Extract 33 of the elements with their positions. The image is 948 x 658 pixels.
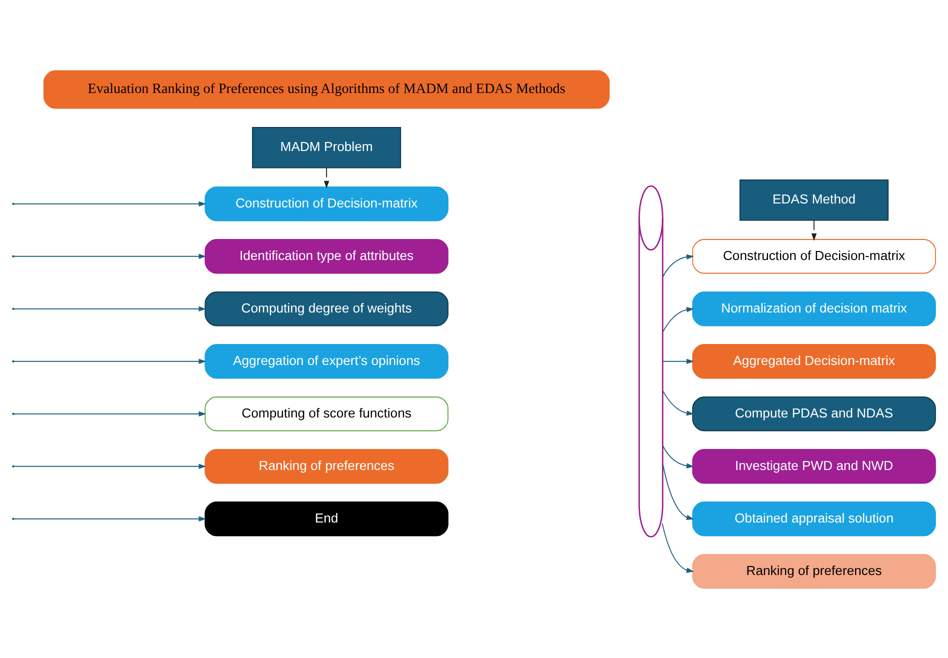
arrow [13,463,206,468]
arrow [13,253,206,258]
node-box: Ranking of preferences [692,554,936,588]
node-box: EDAS Method [740,179,889,220]
arrow [13,358,206,364]
arrow [662,444,694,468]
arrow [662,254,694,278]
node-box: Construction of Decision-matrix [692,238,936,274]
arrow [662,306,694,332]
node-box: Computing of score functions [204,396,448,431]
node-box: Aggregated Decision-matrix [692,344,936,378]
arrow [13,306,206,311]
node-box: Computing degree of weights [204,291,448,326]
node-box: Construction of Decision-matrix [204,186,448,221]
diagram-title: Evaluation Ranking of Preferences using Algorithms of MADM and EDAS Methods [88,80,566,96]
node-box: Ranking of preferences [204,448,448,484]
node-box: MADM Problem [252,126,402,168]
arrow [662,390,694,416]
node-box: End [204,501,448,536]
node-box: Obtained appraisal solution [692,501,936,536]
arrow [662,462,694,520]
connector [326,166,328,178]
connector [814,219,815,230]
arrow [662,358,694,364]
arrow [662,522,694,572]
arrow [13,410,206,416]
node-box: Identification type of attributes [204,238,448,274]
node-box: Investigate PWD and NWD [692,448,936,484]
node-box: Normalization of decision matrix [692,291,936,326]
arrow [13,200,206,206]
node-box: Compute PDAS and NDAS [692,396,936,431]
node-box: Aggregation of expert’s opinions [204,344,448,378]
arrow [13,516,206,521]
